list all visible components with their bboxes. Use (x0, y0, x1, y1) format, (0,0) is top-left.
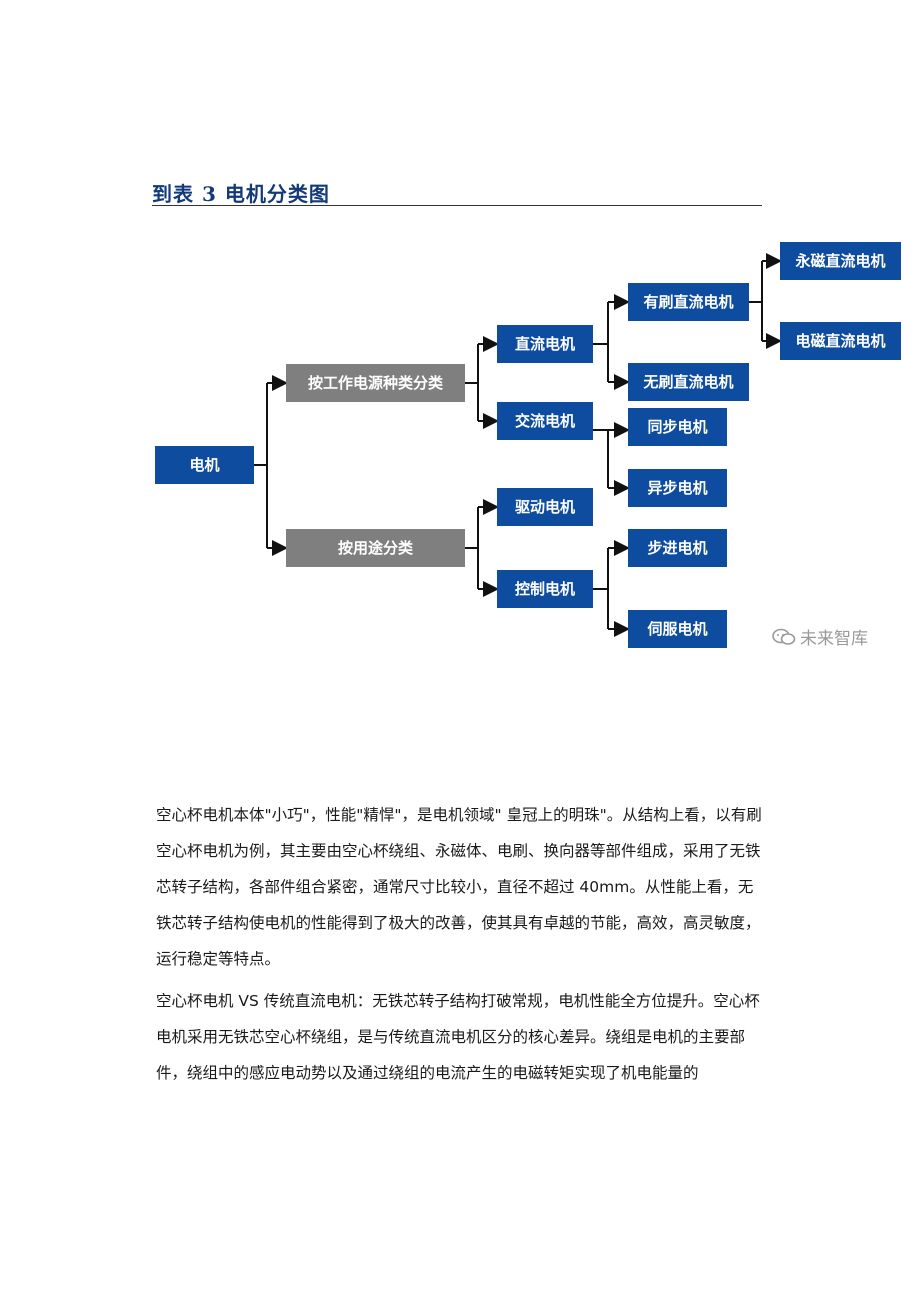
node-brushed-dc: 有刷直流电机 (628, 283, 749, 321)
svg-text:同步电机: 同步电机 (647, 418, 707, 436)
svg-text:电磁直流电机: 电磁直流电机 (795, 332, 885, 350)
paragraph-text: 空心杯电机 VS 传统直流电机：无铁芯转子结构打破常规，电机性能全方位提升。空心… (156, 992, 760, 1082)
svg-text:电机: 电机 (189, 456, 219, 474)
svg-text:永磁直流电机: 永磁直流电机 (794, 252, 885, 270)
node-drive: 驱动电机 (497, 488, 593, 526)
node-ac: 交流电机 (497, 402, 593, 440)
motor-classification-diagram: 电机 按工作电源种类分类 按用途分类 直流电机 交流电机 驱动电机 控制电机 有… (155, 242, 901, 648)
paragraph-1: 空心杯电机本体"小巧"，性能"精悍"，是电机领域" 皇冠上的明珠"。从结构上看，… (156, 797, 766, 977)
node-sync: 同步电机 (628, 408, 727, 446)
connector-lines (254, 253, 782, 637)
node-by-use: 按用途分类 (286, 529, 465, 567)
title-underline (152, 205, 762, 206)
svg-text:有刷直流电机: 有刷直流电机 (643, 293, 733, 311)
node-dc: 直流电机 (497, 325, 593, 363)
paragraph-text: 空心杯电机本体"小巧"，性能"精悍"，是电机领域" 皇冠上的明珠"。从结构上看，… (156, 806, 762, 968)
node-by-power: 按工作电源种类分类 (286, 364, 465, 402)
svg-text:无刷直流电机: 无刷直流电机 (642, 373, 733, 391)
paragraph-2: 空心杯电机 VS 传统直流电机：无铁芯转子结构打破常规，电机性能全方位提升。空心… (156, 983, 766, 1091)
node-control: 控制电机 (497, 570, 593, 608)
wechat-icon (772, 628, 796, 645)
svg-text:控制电机: 控制电机 (515, 580, 575, 598)
watermark: 未来智库 (772, 624, 868, 649)
svg-text:异步电机: 异步电机 (647, 479, 707, 497)
figure-title: 到表 3 电机分类图 (152, 182, 330, 206)
svg-text:驱动电机: 驱动电机 (515, 498, 575, 516)
svg-text:按用途分类: 按用途分类 (338, 539, 414, 557)
svg-text:交流电机: 交流电机 (515, 412, 575, 430)
svg-text:步进电机: 步进电机 (647, 539, 707, 557)
node-root: 电机 (155, 446, 254, 484)
watermark-text: 未来智库 (800, 629, 868, 649)
node-async: 异步电机 (628, 469, 727, 507)
node-em-dc: 电磁直流电机 (780, 322, 901, 360)
node-stepper: 步进电机 (628, 529, 727, 567)
svg-text:伺服电机: 伺服电机 (646, 620, 707, 638)
node-pm-dc: 永磁直流电机 (780, 242, 901, 280)
node-servo: 伺服电机 (628, 610, 727, 648)
node-brushless-dc: 无刷直流电机 (628, 363, 749, 401)
svg-text:直流电机: 直流电机 (515, 335, 575, 353)
svg-text:按工作电源种类分类: 按工作电源种类分类 (308, 374, 444, 392)
